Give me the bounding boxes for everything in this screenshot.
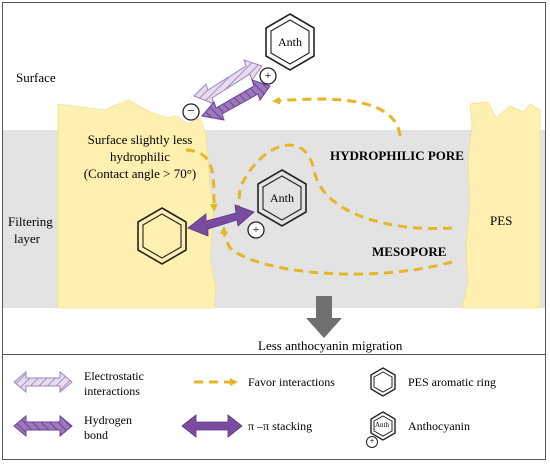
plus-charge-middle [247, 221, 265, 239]
anthocyanin-ring-middle [257, 169, 307, 227]
mesopore-label: MESOPORE [372, 244, 447, 259]
legend-pi-stacking-label: π –π stacking [248, 419, 313, 433]
legend-electrostatic-icon [13, 370, 73, 394]
pes-aromatic-ring [137, 207, 187, 265]
legend-divider [2, 354, 546, 355]
figure-frame [2, 2, 546, 460]
legend-hydrogen-line-1: Hydrogen [84, 413, 132, 427]
legend-anthocyanin-icon [370, 411, 396, 441]
legend-anth-icon-label: Anth [375, 421, 389, 429]
legend-pes-ring-icon [370, 367, 396, 397]
minus-charge [182, 103, 200, 121]
electrostatic-arrow [193, 59, 263, 105]
filtering-layer-label-2: layer [14, 231, 40, 246]
legend-pes-ring-label: PES aromatic ring [408, 375, 496, 389]
legend-favor-label: Favor interactions [248, 375, 335, 389]
surface-note-line-2: hydrophilic [110, 149, 170, 164]
surface-note-line-3: (Contact angle > 70°) [83, 166, 197, 181]
migration-down-arrow [306, 296, 342, 338]
legend-hydrogen-bond-icon [13, 414, 73, 438]
plus-sign-middle: + [252, 222, 260, 236]
anthocyanin-ring-top [265, 13, 315, 71]
legend-anthocyanin-label: Anthocyanin [408, 419, 470, 433]
legend-electrostatic-line-2: interactions [84, 384, 140, 398]
hydrophilic-pore-label: HYDROPHILIC PORE [330, 148, 464, 163]
legend-anthocyanin-charge [366, 436, 378, 448]
filtering-layer-label-1: Filtering [8, 214, 53, 229]
pi-stacking-arrow [187, 204, 255, 237]
conclusion-label: Less anthocyanin migration [258, 338, 403, 353]
minus-sign: − [187, 103, 195, 118]
anth-top-label: Anth [278, 35, 302, 49]
legend-anth-icon-plus: + [369, 436, 375, 446]
favor-interaction-arrows [185, 96, 453, 276]
legend-electrostatic-line-1: Electrostatic [84, 369, 144, 383]
plus-sign-top: + [264, 68, 272, 82]
hydrogen-bond-arrow [201, 79, 271, 121]
pes-label: PES [490, 213, 513, 228]
surface-note-line-1: Surface slightly less [87, 132, 193, 147]
plus-charge-top [259, 67, 277, 85]
surface-label: Surface [16, 70, 56, 85]
pes-right-column [461, 101, 541, 309]
anth-middle-label: Anth [270, 191, 294, 205]
legend-hydrogen-line-2: bond [84, 428, 108, 442]
legend-pi-stacking-icon [181, 414, 243, 438]
